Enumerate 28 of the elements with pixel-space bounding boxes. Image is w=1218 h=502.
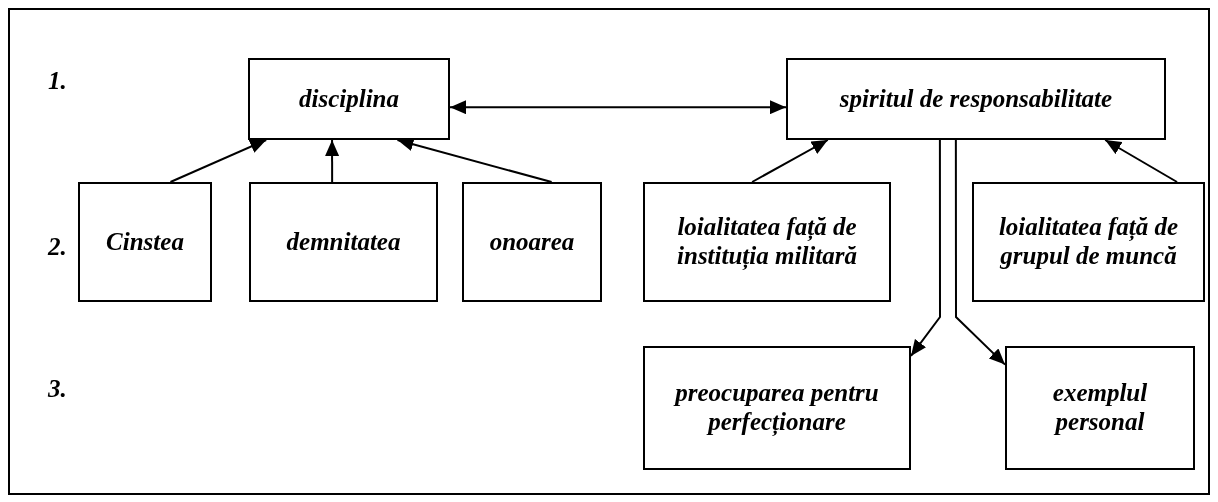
concept-text: loialitatea față de grupul de muncă [997,213,1180,271]
concept-box [786,58,1166,140]
concept-text: onoarea [489,227,575,257]
arrow [169,139,268,183]
arrow [1104,139,1179,183]
level-number: 1. [48,66,67,96]
concept-text: spiritul de responsabilitate [839,84,1113,114]
concept-box [462,182,602,302]
arrow [751,139,829,183]
concept-text: Cinstea [106,227,184,257]
arrow [954,139,1006,366]
concept-box [1005,346,1195,470]
concept-box [249,182,438,302]
arrow [325,139,340,183]
concept-text: demnitatea [286,227,401,257]
concept-box [643,346,911,470]
level-number: 3. [48,374,67,404]
level-number: 2. [48,232,67,262]
concept-box [78,182,212,302]
concept-text: preocuparea pentru perfecționare [672,379,880,437]
concept-box [972,182,1205,302]
concept-text: loialitatea față de instituția militară [676,213,858,271]
arrow [910,139,941,357]
concept-box [643,182,891,302]
arrow [449,100,787,115]
concept-box [248,58,450,140]
concept-text: exemplul personal [1051,379,1149,437]
concept-text: disciplina [299,84,399,114]
